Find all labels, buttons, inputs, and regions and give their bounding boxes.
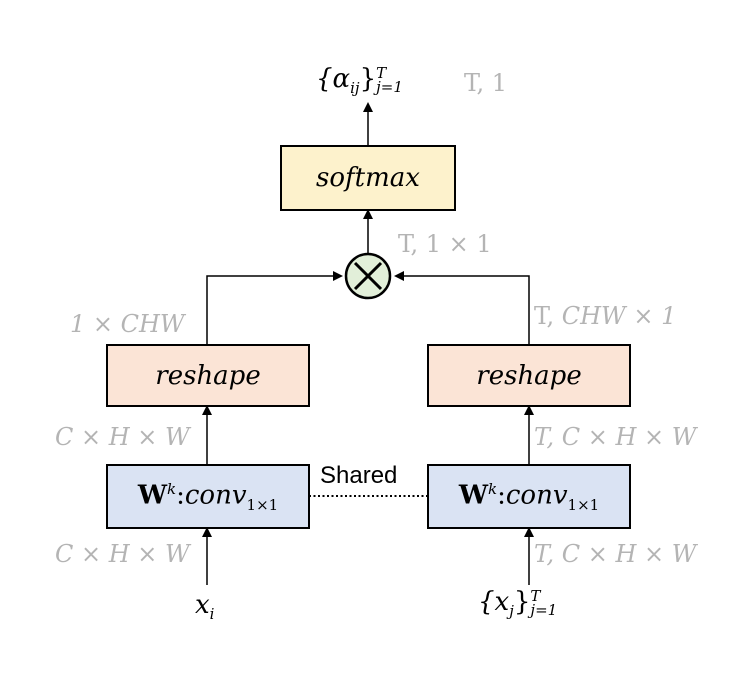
conv-left-weight: W [137, 480, 168, 511]
right-reshape-shape-prefix: T, [534, 302, 562, 330]
conv-left-box: Wk:conv1×1 [106, 464, 310, 529]
conv-right-k: k [488, 479, 498, 498]
arrow-right-reshape-to-multiply [394, 271, 530, 344]
left-reshape-shape-label: 1 × CHW [70, 310, 185, 338]
left-conv-output-shape-label: C × H × W [55, 423, 190, 451]
right-reshape-shape-suffix: CHW × 1 [561, 302, 677, 330]
output-alpha-close: } [359, 64, 377, 94]
conv-left-conv: conv [184, 480, 247, 511]
right-input-shape-suffix: C × H × W [561, 540, 697, 568]
conv-right-colon: : [497, 480, 506, 511]
output-superscript: T [376, 64, 387, 82]
right-conv-output-prefix: T, [534, 423, 562, 451]
softmax-box: softmax [280, 145, 456, 211]
reshape-left-label: reshape [155, 360, 261, 391]
reshape-right-box: reshape [427, 344, 631, 407]
output-shape-label: T, 1 [464, 69, 508, 97]
right-reshape-shape-label: T, CHW × 1 [534, 302, 676, 330]
reshape-right-label: reshape [476, 360, 582, 391]
conv-right-conv: conv [505, 480, 568, 511]
shared-label: Shared [320, 462, 398, 489]
conv-left-kernel-size: 1×1 [246, 495, 279, 514]
input-left-label: xi [195, 590, 214, 623]
conv-left-label: Wk:conv1×1 [138, 480, 278, 514]
conv-right-weight: W [458, 480, 489, 511]
input-left-x: x [195, 590, 210, 620]
reshape-left-box: reshape [106, 344, 310, 407]
input-right-lower: j=1 [530, 601, 558, 619]
output-alpha-open: {α [316, 64, 351, 94]
output-subscript: j=1 [376, 78, 403, 96]
output-ij-subscript: ij [350, 79, 360, 98]
right-conv-output-shape-label: T, C × H × W [534, 423, 696, 451]
conv-right-label: Wk:conv1×1 [459, 480, 599, 514]
arrow-left-reshape-to-multiply [206, 271, 343, 344]
conv-left-colon: : [176, 480, 185, 511]
multiply-shape-label: T, 1 × 1 [398, 230, 492, 258]
input-left-subscript: i [209, 605, 215, 624]
input-right-subscript: j [509, 602, 514, 621]
input-right-superscript: T [530, 587, 541, 605]
right-conv-output-suffix: C × H × W [561, 423, 697, 451]
softmax-label: softmax [316, 163, 420, 193]
input-right-open: {x [478, 587, 510, 617]
conv-left-k: k [167, 479, 177, 498]
left-input-shape-label: C × H × W [55, 540, 190, 568]
conv-right-kernel-size: 1×1 [567, 495, 600, 514]
input-right-close: } [513, 587, 531, 617]
right-input-shape-label: T, C × H × W [534, 540, 696, 568]
multiply-node [344, 252, 392, 300]
conv-right-box: Wk:conv1×1 [427, 464, 631, 529]
right-input-shape-prefix: T, [534, 540, 562, 568]
